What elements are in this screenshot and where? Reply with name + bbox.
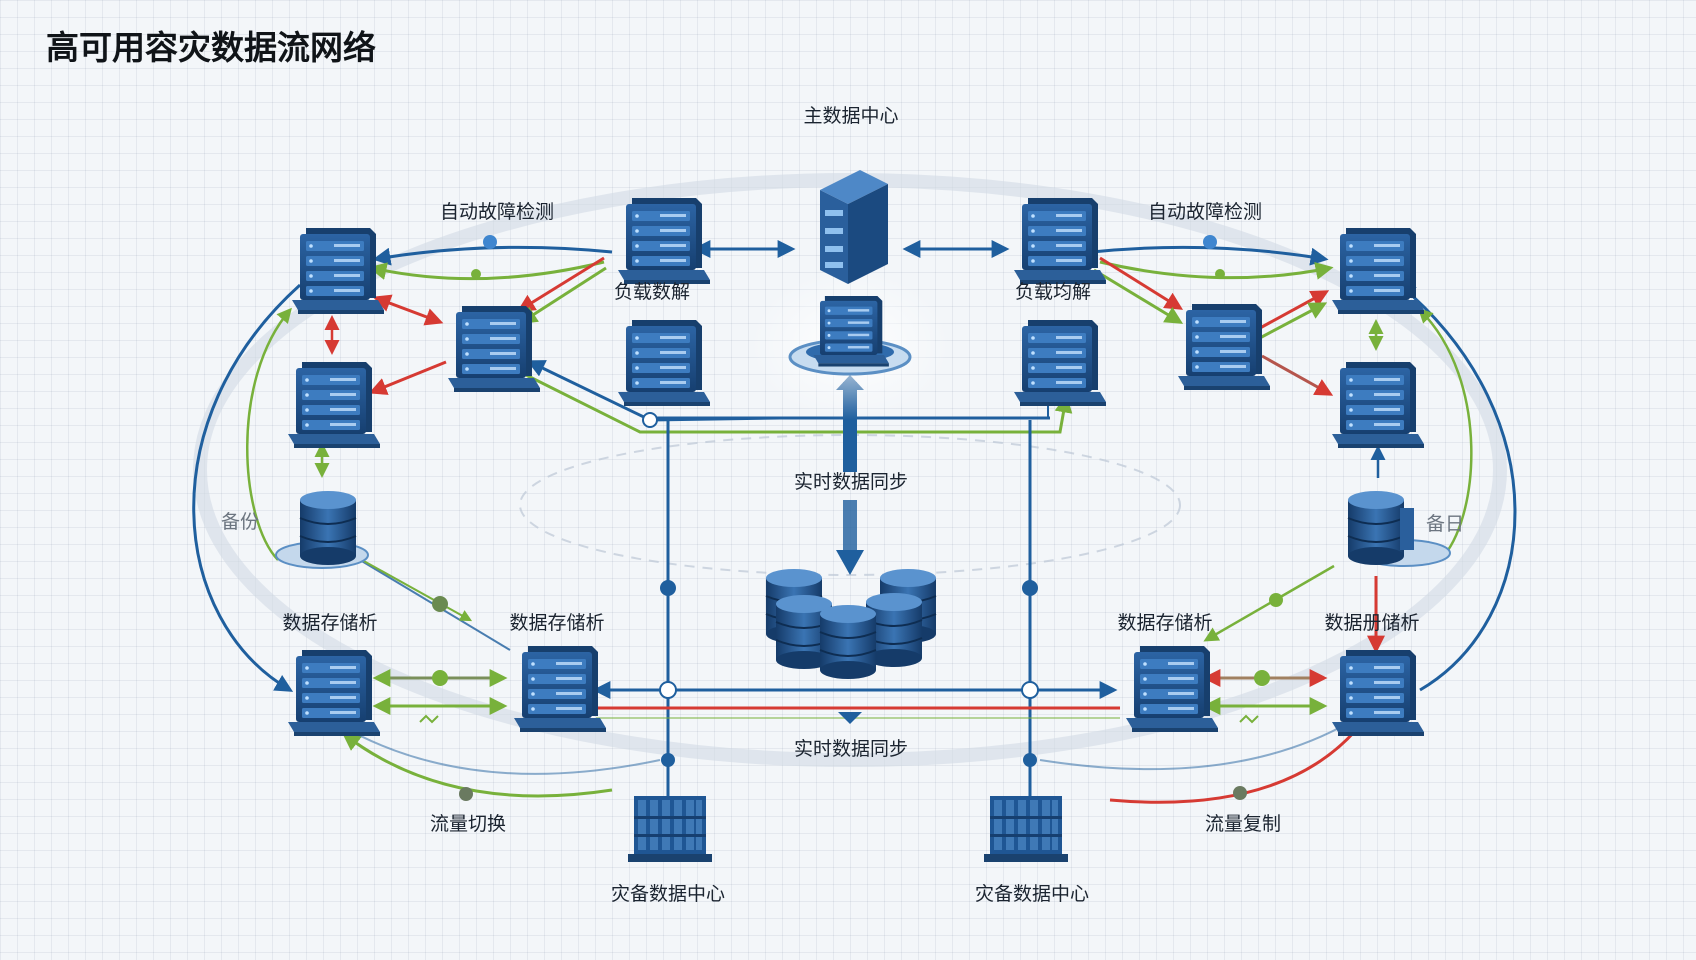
load-balance-label-right: 负载均解 <box>1015 281 1091 303</box>
red-arrow <box>516 256 605 312</box>
sync-node <box>1233 786 1247 800</box>
primary-tower-icon <box>820 170 888 284</box>
sync-node <box>471 269 481 279</box>
traffic-switch-arc-faint <box>339 724 661 775</box>
backup-label-right: 备日 <box>1426 513 1464 535</box>
right-outer-loop <box>1397 282 1517 692</box>
server-icon <box>1014 320 1106 406</box>
trunk-node <box>1022 580 1038 596</box>
trunk-node <box>1023 753 1037 767</box>
sync-node <box>483 235 497 249</box>
server-icon <box>618 320 710 406</box>
sync-node <box>1269 593 1283 607</box>
load-balance-label-left: 负载数解 <box>614 281 690 303</box>
diag-link <box>361 559 473 622</box>
realtime-sync-label-top: 实时数据同步 <box>794 471 908 493</box>
sync-node <box>1215 269 1225 279</box>
dr-dc-label-right: 灾备数据中心 <box>975 883 1089 905</box>
dr-dc-label-left: 灾备数据中心 <box>611 883 725 905</box>
trunk-node <box>660 580 676 596</box>
storage-label-right-inner: 数据存储析 <box>1117 612 1212 634</box>
sync-node <box>459 787 473 801</box>
sync-glyph <box>419 714 439 724</box>
sync-node <box>1254 670 1270 686</box>
traffic-copy-label: 流量复制 <box>1205 813 1281 835</box>
server-icon <box>1332 228 1424 314</box>
green-arrow <box>518 266 607 324</box>
green-arrow <box>1093 268 1184 324</box>
datacenter-building-icon <box>628 796 712 862</box>
server-icon <box>514 646 606 732</box>
red-arrow <box>1259 290 1330 330</box>
backup-label-left: 备份 <box>221 511 259 533</box>
primary-dc-label: 主数据中心 <box>803 105 898 127</box>
server-icon <box>1126 646 1218 732</box>
left-green-loop <box>246 307 292 561</box>
red-arrow <box>372 294 444 326</box>
traffic-copy-arc-faint <box>1039 721 1351 771</box>
sync-arrow-icon <box>838 712 862 724</box>
bus-junction <box>1021 681 1039 699</box>
red-arrow <box>1099 256 1184 310</box>
left-outer-loop <box>192 283 302 692</box>
datacenter-building-icon <box>984 796 1068 862</box>
sync-shaft <box>843 500 857 550</box>
storage-label-left-inner: 数据存储析 <box>509 612 604 634</box>
trunk-node <box>661 753 675 767</box>
green-arrow <box>1255 302 1328 342</box>
traffic-copy-arc <box>1109 728 1358 804</box>
database-icon <box>275 490 369 569</box>
server-icon <box>1332 650 1424 736</box>
realtime-sync-label-bottom: 实时数据同步 <box>794 738 908 760</box>
sync-node <box>432 670 448 686</box>
traffic-switch-arc <box>342 732 613 798</box>
sync-arrow-icon <box>836 550 864 575</box>
server-icon <box>618 198 710 284</box>
auto-detect-green-left <box>368 260 605 281</box>
server-icon <box>1178 304 1270 390</box>
sync-node <box>1203 235 1217 249</box>
server-icon <box>288 362 380 448</box>
red-arrow <box>368 360 447 395</box>
red-arrow <box>1261 354 1334 396</box>
page-title: 高可用容灾数据流网络 <box>46 28 376 67</box>
server-icon <box>288 650 380 736</box>
server-icon <box>1332 362 1424 448</box>
server-icon <box>1014 198 1106 284</box>
server-icon <box>292 228 384 314</box>
server-icon <box>448 306 540 392</box>
server-icon <box>813 296 889 367</box>
traffic-switch-label: 流量切换 <box>430 813 506 835</box>
auto-detect-label-right: 自动故障检测 <box>1148 201 1262 223</box>
sync-node <box>432 596 448 612</box>
auto-detect-label-left: 自动故障检测 <box>440 201 554 223</box>
right-green-loop <box>1417 307 1473 561</box>
storage-label-left-outer: 数据存储析 <box>282 612 377 634</box>
sync-glyph <box>1239 714 1259 724</box>
central-database-cluster-icon <box>765 568 937 680</box>
database-icon <box>1347 490 1451 567</box>
storage-label-right-outer: 数据册储析 <box>1324 612 1419 634</box>
bus-junction <box>659 681 677 699</box>
bus-junction <box>642 412 658 428</box>
